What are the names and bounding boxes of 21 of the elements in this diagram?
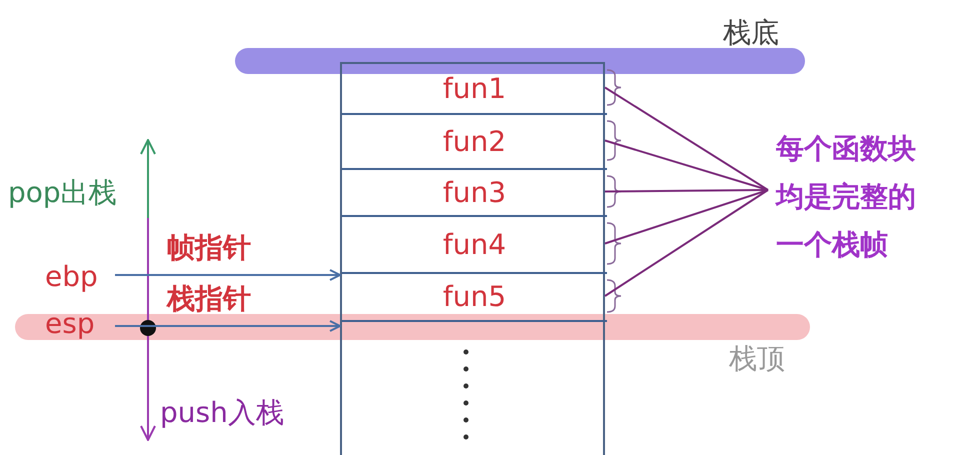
frame-label: fun5 (442, 280, 506, 314)
stack-top-label: 栈顶 (729, 342, 785, 376)
connector-line (604, 189, 768, 244)
stack-column (340, 62, 605, 455)
arrow (115, 269, 341, 281)
direction-label: push入栈 (160, 396, 284, 430)
connector-line (604, 140, 768, 191)
frame-label: fun3 (442, 176, 506, 210)
frame-label: fun2 (442, 124, 506, 158)
frame-label: fun1 (442, 72, 506, 106)
pointer-name: esp (45, 307, 95, 341)
connector-line (604, 189, 769, 297)
direction-label: pop出栈 (8, 176, 117, 210)
connector-line (604, 86, 769, 191)
pointer-name: ebp (45, 260, 98, 294)
edge-label: 栈指针 (167, 282, 251, 316)
annotation-text: 每个函数块均是完整的一个栈帧 (776, 125, 926, 275)
arrow (115, 320, 341, 332)
edge-label: 帧指针 (167, 231, 251, 265)
stack-bottom-label: 栈底 (723, 16, 779, 50)
frame-label: fun4 (442, 228, 506, 262)
